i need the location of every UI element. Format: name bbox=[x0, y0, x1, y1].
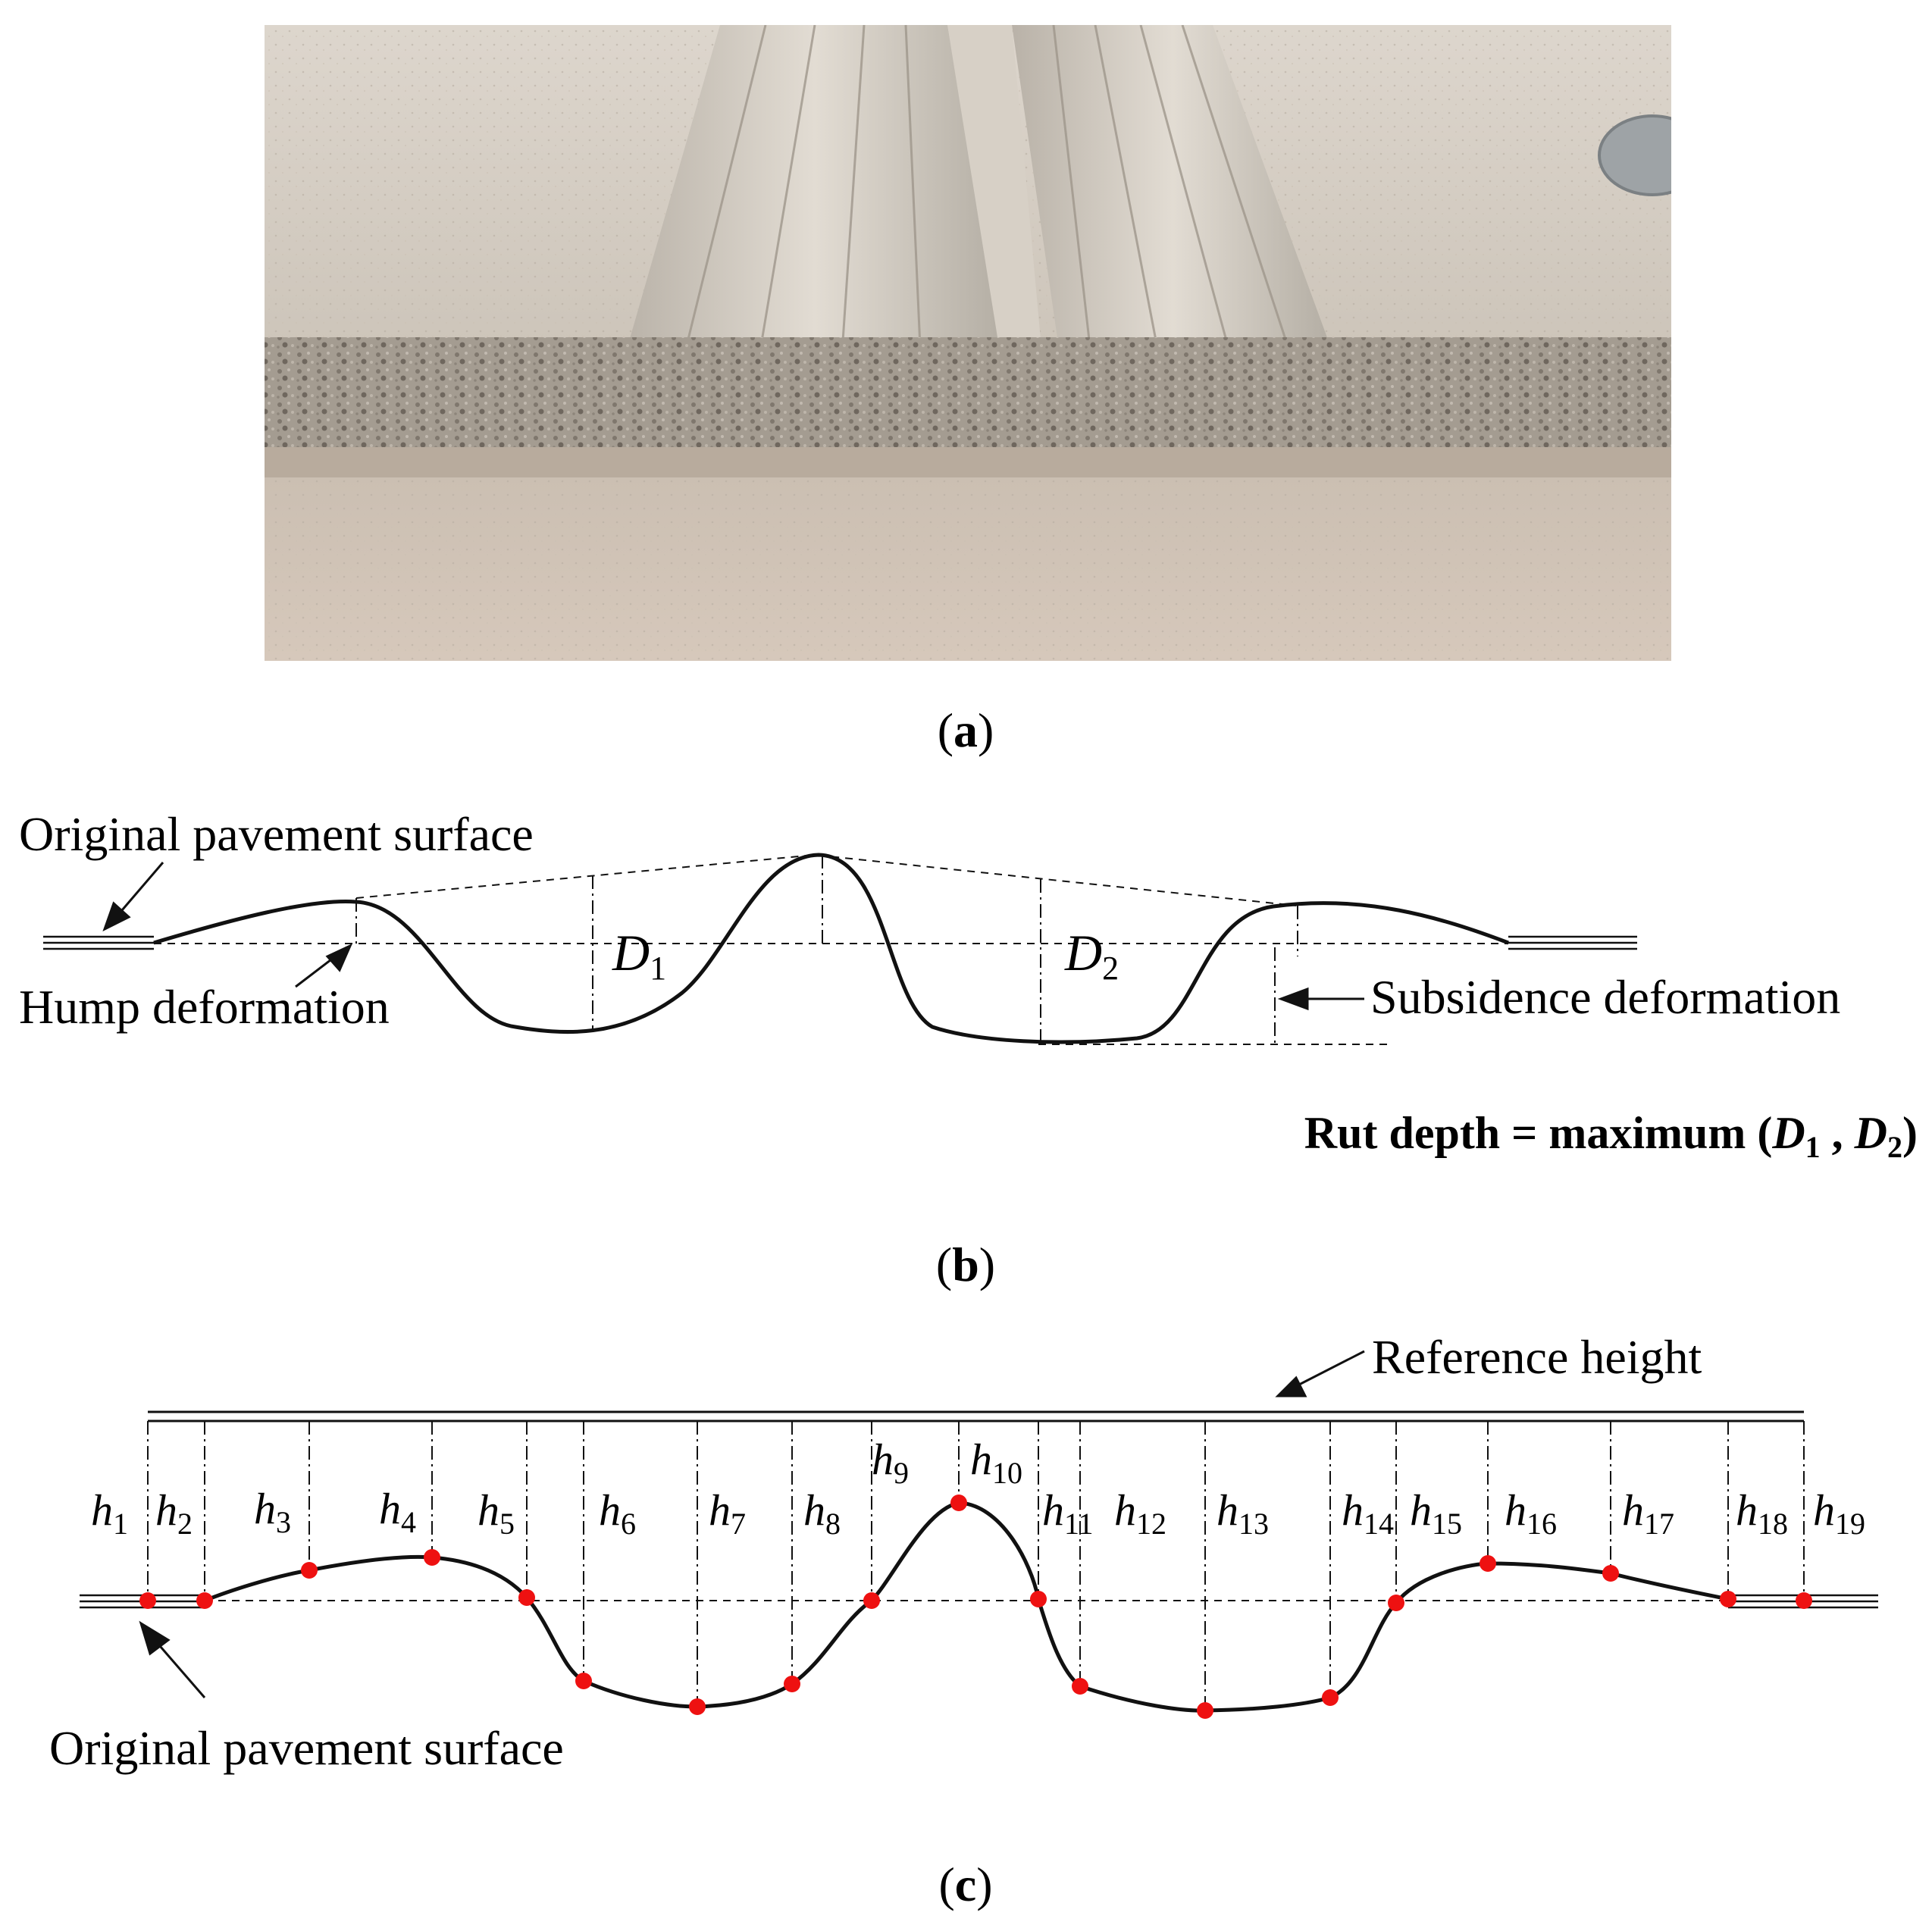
h-label-19: h19 bbox=[1813, 1485, 1865, 1541]
measurement-point-2 bbox=[196, 1592, 213, 1609]
measurement-point-9 bbox=[863, 1592, 880, 1609]
h-label-1: h1 bbox=[91, 1485, 128, 1541]
label-original-surface-b: Original pavement surface bbox=[19, 807, 534, 861]
rut-depth-formula: Rut depth = maximum (D1 , D2) bbox=[1304, 1108, 1918, 1164]
panel-c-diagram: h1 h2 h3 h4 h5 h6 h7 h8 h9 h10 h11 h12 h13 h14 h15 h16 h… bbox=[49, 1330, 1878, 1775]
h-label-14: h14 bbox=[1342, 1485, 1394, 1541]
measurement-point-6 bbox=[575, 1673, 592, 1689]
measurement-point-7 bbox=[689, 1698, 706, 1715]
deformed-profile-c bbox=[204, 1501, 1729, 1713]
h-label-8: h8 bbox=[803, 1485, 841, 1541]
reference-height-line bbox=[148, 1410, 1804, 1423]
measurement-point-8 bbox=[784, 1676, 800, 1692]
height-labels: h1 h2 h3 h4 h5 h6 h7 h8 h9 h10 h11 h12 h13 h14 h15 h16 h… bbox=[91, 1435, 1865, 1541]
left-rut-groove bbox=[622, 25, 1008, 368]
arrow-reference-height bbox=[1297, 1350, 1365, 1387]
measurement-point-15 bbox=[1388, 1595, 1404, 1611]
measurement-point-14 bbox=[1322, 1689, 1339, 1706]
slab-cross-section bbox=[265, 337, 1671, 447]
label-subsidence-deformation: Subsidence deformation bbox=[1370, 970, 1840, 1024]
measurement-verticals bbox=[147, 1421, 1805, 1710]
measurement-point-19 bbox=[1796, 1592, 1812, 1609]
h-label-6: h6 bbox=[599, 1485, 636, 1541]
label-hump-deformation: Hump deformation bbox=[19, 980, 390, 1034]
measurement-point-3 bbox=[301, 1562, 318, 1579]
h-label-2: h2 bbox=[155, 1485, 193, 1541]
panel-b-label: (b) bbox=[936, 1238, 995, 1291]
measurement-point-16 bbox=[1480, 1555, 1496, 1572]
measurement-point-4 bbox=[424, 1549, 440, 1566]
h-label-13: h13 bbox=[1217, 1485, 1269, 1541]
steel-plate bbox=[1598, 114, 1671, 196]
h-label-3: h3 bbox=[254, 1484, 291, 1539]
measurement-point-10 bbox=[950, 1495, 967, 1511]
measurement-point-11 bbox=[1030, 1591, 1047, 1607]
h-label-16: h16 bbox=[1505, 1485, 1557, 1541]
h-label-11: h11 bbox=[1042, 1485, 1094, 1541]
arrow-original-surface-b bbox=[116, 862, 164, 916]
measurement-point-17 bbox=[1602, 1565, 1619, 1582]
h-label-10: h10 bbox=[970, 1435, 1022, 1490]
h-label-5: h5 bbox=[478, 1485, 515, 1541]
right-rut-groove bbox=[1012, 25, 1334, 364]
h-label-17: h17 bbox=[1622, 1485, 1674, 1541]
panel-b-diagram: Original pavement surface Hump deformati… bbox=[19, 807, 1918, 1164]
measurement-point-18 bbox=[1720, 1591, 1736, 1607]
measurement-point-5 bbox=[518, 1589, 535, 1606]
h-label-7: h7 bbox=[709, 1485, 746, 1541]
measurement-point-13 bbox=[1197, 1702, 1213, 1719]
h-label-18: h18 bbox=[1736, 1485, 1788, 1541]
panel-c-label: (c) bbox=[938, 1858, 992, 1911]
arrow-original-surface-c bbox=[154, 1640, 206, 1698]
h-label-12: h12 bbox=[1114, 1485, 1166, 1541]
h-label-15: h15 bbox=[1410, 1485, 1462, 1541]
h-label-9: h9 bbox=[872, 1435, 909, 1490]
measurement-point-1 bbox=[139, 1592, 156, 1609]
label-reference-height: Reference height bbox=[1372, 1330, 1702, 1384]
measurement-point-12 bbox=[1072, 1678, 1088, 1695]
measurement-points bbox=[139, 1495, 1812, 1719]
label-d2: D2 bbox=[1064, 924, 1119, 987]
label-d1: D1 bbox=[612, 924, 666, 987]
h-label-4: h4 bbox=[379, 1484, 416, 1539]
deformed-profile-b bbox=[153, 853, 1509, 1044]
panel-a-label: (a) bbox=[938, 703, 994, 757]
rut-photo bbox=[265, 25, 1671, 661]
peak-envelope bbox=[355, 853, 1297, 906]
original-surface-right bbox=[1508, 935, 1637, 950]
label-original-surface-c: Original pavement surface bbox=[49, 1721, 564, 1775]
original-surface-left bbox=[43, 935, 154, 950]
